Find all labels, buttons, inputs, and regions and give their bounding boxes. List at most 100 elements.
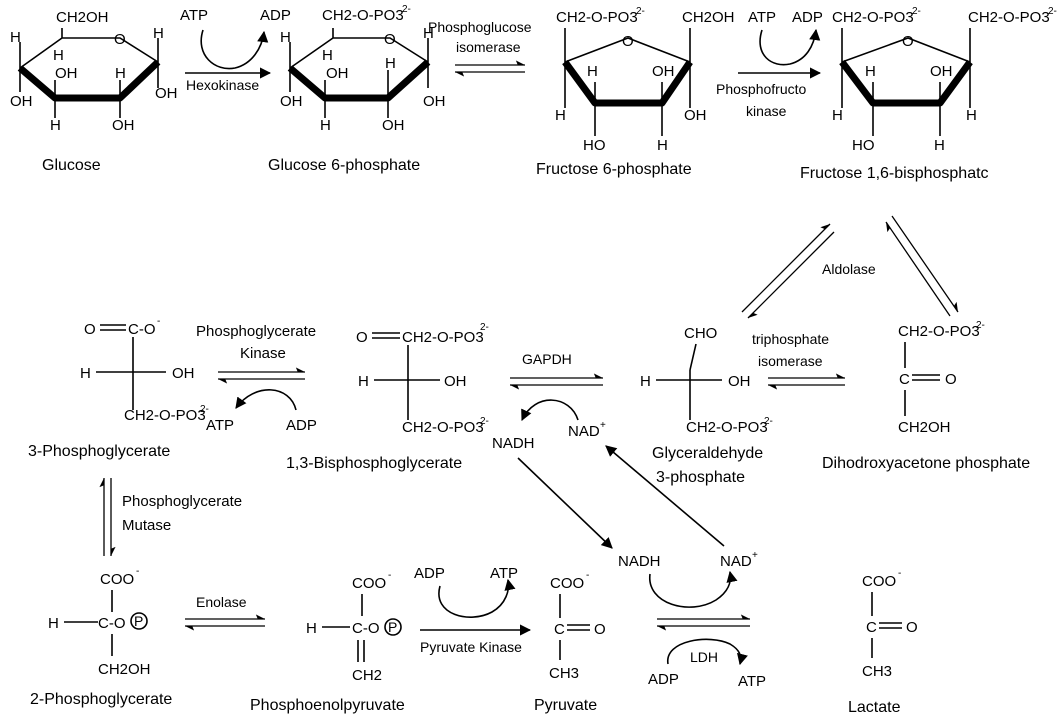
atom-ch3: CH3 (549, 665, 579, 682)
atom-ch2-o-po3: CH2-O-PO3 (898, 323, 980, 340)
charge-2minus: 2- (402, 4, 411, 15)
atom-h: H (423, 25, 434, 42)
label-pg3: 3-Phosphoglycerate (28, 443, 170, 460)
atom-coo: COO (100, 571, 134, 588)
atom-oh: OH (280, 93, 303, 110)
charge-minus: - (157, 316, 160, 327)
cofactor-nad: NAD (568, 423, 600, 440)
gap-structure: CHO H OH CH2-O-PO3 2- Glyceraldehyde 3-p… (640, 325, 773, 486)
phosphofructokinase-step: ATP ADP Phosphofructo kinase (716, 9, 823, 119)
hexokinase-step: ATP ADP Hexokinase (180, 7, 291, 93)
enzyme-tpi-line1: triphosphate (752, 331, 829, 347)
atom-ch2oh: CH2OH (56, 9, 109, 26)
cofactor-atp: ATP (206, 417, 234, 434)
atom-ch2-o-po3: CH2-O-PO3 (402, 419, 484, 436)
atom-h: H (50, 117, 61, 134)
label-pyruvate: Pyruvate (534, 697, 597, 714)
cofactor-adp: ADP (260, 7, 291, 24)
atom-h: H (587, 63, 598, 80)
charge-minus: - (586, 570, 589, 581)
atom-c-o: C-O (98, 615, 126, 632)
atom-h: H (322, 47, 333, 64)
charge-plus: + (600, 420, 606, 431)
charge-plus: + (752, 550, 758, 561)
atom-oh: OH (10, 93, 33, 110)
pyruvate-structure: COO - C O CH3 Pyruvate (534, 570, 606, 714)
label-lactate: Lactate (848, 699, 901, 716)
atom-oh: OH (728, 373, 751, 390)
enzyme-pgm-line1: Phosphoglycerate (122, 493, 242, 510)
enzyme-hexokinase: Hexokinase (186, 77, 259, 93)
ring-oxygen: O (114, 31, 126, 48)
atom-oh: OH (684, 107, 707, 124)
enzyme-pgm-line2: Mutase (122, 517, 171, 534)
triose-phosphate-isomerase-step: triphosphate isomerase (752, 331, 845, 390)
atom-oh: OH (112, 117, 135, 134)
lactate-structure: COO - C O CH3 Lactate (848, 568, 918, 716)
bpg13-structure: O CH2-O-PO3 2- H OH CH2-O-PO3 2- 1,3-Bis… (286, 322, 489, 472)
atom-h: H (640, 373, 651, 390)
atom-h: H (385, 55, 396, 72)
atom-h: H (657, 137, 668, 154)
cofactor-adp: ADP (286, 417, 317, 434)
label-gap-line2: 3-phosphate (656, 469, 745, 486)
atom-ch2-o-po3: CH2-O-PO3 (832, 9, 914, 26)
cofactor-atp: ATP (490, 565, 518, 582)
atom-c: C (554, 621, 565, 638)
charge-minus: - (388, 570, 391, 581)
enzyme-enolase: Enolase (196, 594, 247, 610)
ring-oxygen: O (622, 33, 634, 50)
atom-h: H (80, 365, 91, 382)
atom-h: H (280, 29, 291, 46)
charge-2minus: 2- (480, 416, 489, 427)
label-pg2: 2-Phosphoglycerate (30, 691, 172, 708)
atom-coo: COO (352, 575, 386, 592)
charge-2minus: 2- (912, 6, 921, 17)
label-dhap: Dihodroxyacetone phosphate (822, 455, 1030, 472)
cofactor-nad: NAD (720, 553, 752, 570)
atom-ch2oh: CH2OH (98, 661, 151, 678)
atom-h: H (555, 107, 566, 124)
cofactor-adp: ADP (414, 565, 445, 582)
atom-ch2-o-po3: CH2-O-PO3 (124, 407, 206, 424)
atom-ho: HO (852, 137, 875, 154)
charge-2minus: 2- (1048, 6, 1057, 17)
atom-c: C (866, 619, 877, 636)
atom-ch3: CH3 (862, 663, 892, 680)
atom-oh: OH (444, 373, 467, 390)
atom-p: P (388, 619, 397, 635)
charge-2minus: 2- (636, 6, 645, 17)
atom-oh: OH (930, 63, 953, 80)
charge-2minus: 2- (976, 320, 985, 331)
enzyme-pgi-line1: Phosphoglucose (428, 19, 532, 35)
atom-ch2: CH2 (352, 667, 382, 684)
cofactor-atp: ATP (738, 673, 766, 690)
atom-h: H (358, 373, 369, 390)
enzyme-pgk-line1: Phosphoglycerate (196, 323, 316, 340)
fructose-6-phosphate-structure: CH2-O-PO3 2- CH2OH O H H OH OH HO H Fruc… (536, 6, 735, 178)
phosphoglycerate-kinase-step: Phosphoglycerate Kinase ATP ADP (196, 323, 317, 434)
label-pep: Phosphoenolpyruvate (250, 697, 405, 714)
label-fructose-6-phosphate: Fructose 6-phosphate (536, 161, 692, 178)
charge-2minus: 2- (480, 322, 489, 333)
atom-ch2-o-po3: CH2-O-PO3 (402, 329, 484, 346)
charge-minus: - (136, 566, 139, 577)
atom-ho: HO (583, 137, 606, 154)
atom-h: H (53, 47, 64, 64)
label-gap-line1: Glyceraldehyde (652, 445, 763, 462)
atom-ch2-o-po3: CH2-O-PO3 (322, 7, 404, 24)
atom-oh: OH (423, 93, 446, 110)
charge-2minus: 2- (764, 416, 773, 427)
atom-oh: OH (326, 65, 349, 82)
phosphate-circle (384, 618, 402, 636)
gapdh-step: GAPDH NAD + NADH (492, 351, 606, 452)
atom-oh: OH (382, 117, 405, 134)
atom-p: P (134, 613, 143, 629)
atom-o: O (356, 329, 368, 346)
charge-2minus: 2- (200, 404, 209, 415)
atom-h: H (320, 117, 331, 134)
atom-oh: OH (172, 365, 195, 382)
enzyme-ldh: LDH (690, 649, 718, 665)
enzyme-aldolase: Aldolase (822, 261, 876, 277)
ldh-step: LDH ADP ATP (648, 570, 766, 690)
